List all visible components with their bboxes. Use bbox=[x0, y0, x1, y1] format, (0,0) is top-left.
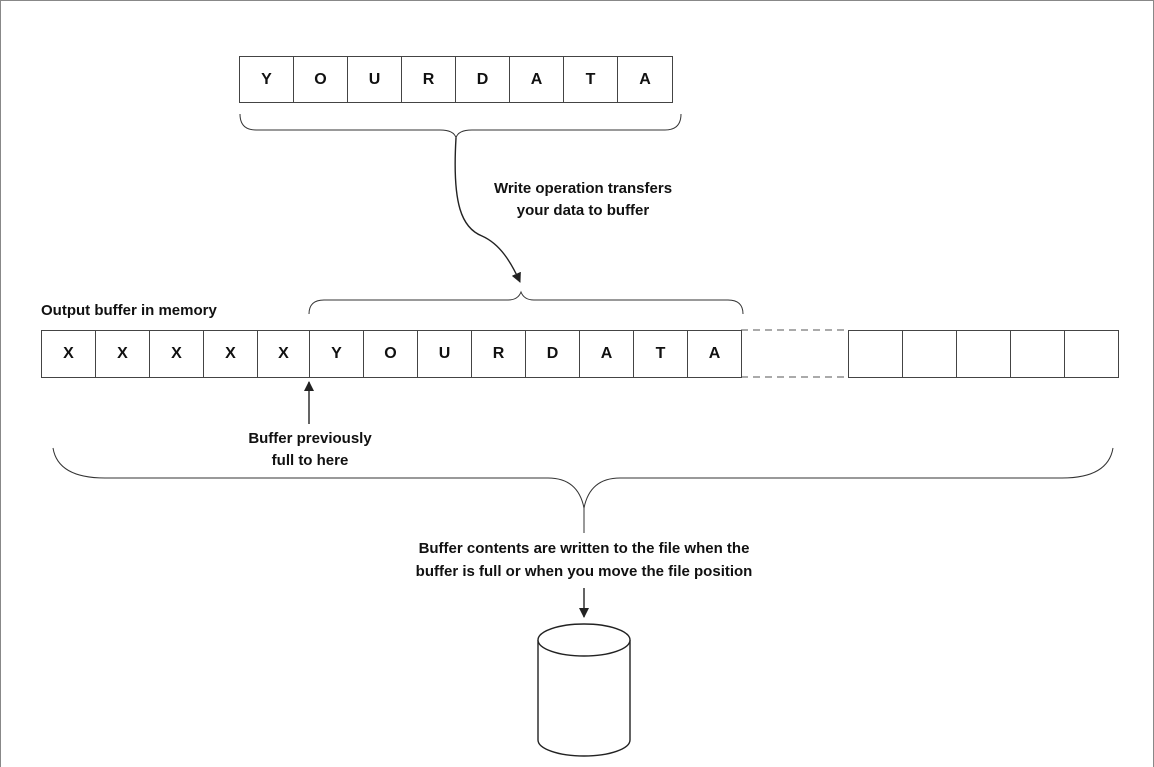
source-cell: A bbox=[509, 56, 564, 103]
buffer-cell: X bbox=[95, 330, 150, 378]
buffer-cell: O bbox=[363, 330, 418, 378]
buffer-empty-cell bbox=[848, 330, 903, 378]
source-cell: Y bbox=[239, 56, 294, 103]
previous-fill-caption-line2: full to here bbox=[271, 452, 349, 469]
buffer-cell: X bbox=[149, 330, 204, 378]
source-cell: U bbox=[347, 56, 402, 103]
buffer-cell: X bbox=[41, 330, 96, 378]
flush-caption-line2: buffer is full or when you move the file… bbox=[415, 563, 753, 580]
buffer-cell: Y bbox=[309, 330, 364, 378]
source-cell: O bbox=[293, 56, 348, 103]
buffer-cell: A bbox=[579, 330, 634, 378]
source-cell: D bbox=[455, 56, 510, 103]
buffer-empty-cell bbox=[902, 330, 957, 378]
buffer-cell: X bbox=[203, 330, 258, 378]
buffer-cell: T bbox=[633, 330, 688, 378]
written-region-brace bbox=[308, 290, 744, 315]
source-data-brace bbox=[239, 113, 682, 139]
source-cell: T bbox=[563, 56, 618, 103]
buffer-cell: X bbox=[257, 330, 310, 378]
write-caption-line2: your data to buffer bbox=[516, 202, 650, 219]
buffer-cell: A bbox=[687, 330, 742, 378]
buffer-title: Output buffer in memory bbox=[41, 302, 217, 319]
buffer-empty-cell bbox=[1064, 330, 1119, 378]
source-cell: A bbox=[617, 56, 673, 103]
buffer-empty-cell bbox=[1010, 330, 1065, 378]
buffer-cell: U bbox=[417, 330, 472, 378]
source-cell: R bbox=[401, 56, 456, 103]
previous-fill-caption-line1: Buffer previously bbox=[248, 430, 372, 447]
buffer-cell: D bbox=[525, 330, 580, 378]
file-cylinder-icon bbox=[537, 623, 631, 757]
write-arrow bbox=[454, 137, 521, 283]
buffer-cell: R bbox=[471, 330, 526, 378]
write-caption-line1: Write operation transfers bbox=[493, 180, 673, 197]
buffer-empty-cell bbox=[956, 330, 1011, 378]
flush-caption-line1: Buffer contents are written to the file … bbox=[418, 540, 750, 557]
